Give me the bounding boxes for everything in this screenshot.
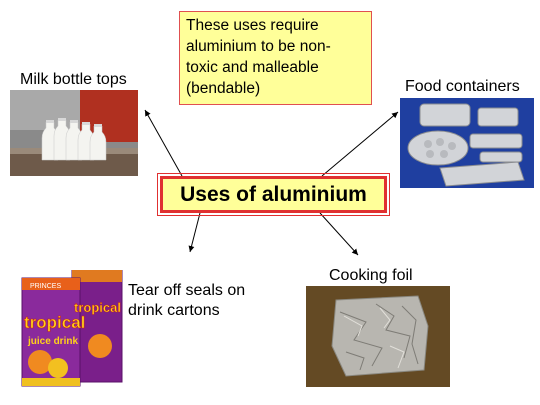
note-line: toxic and malleable <box>186 59 319 76</box>
requirements-note: These uses require aluminium to be non- … <box>179 11 372 105</box>
drink-cartons-label: Tear off seals on drink cartons <box>128 281 245 321</box>
cooking-foil-photo <box>306 286 450 387</box>
arrow-to-drink-cartons <box>188 212 201 253</box>
arrow-to-milk-bottle-tops <box>144 109 183 177</box>
milk-bottle-tops-label: Milk bottle tops <box>20 71 127 88</box>
carton-name-text: tropical <box>24 313 85 332</box>
carton-sub-text: juice drink <box>27 336 78 347</box>
center-title-box: Uses of aluminium <box>157 173 390 216</box>
arrow-to-cooking-foil <box>319 212 359 256</box>
food-containers-label: Food containers <box>405 78 520 95</box>
note-line: These uses require <box>186 17 319 34</box>
milk-bottles-photo <box>10 90 138 176</box>
carton-brand-text: PRINCES <box>30 283 61 290</box>
note-line: aluminium to be non- <box>186 38 331 55</box>
center-title: Uses of aluminium <box>180 182 367 206</box>
carton-name-text-back: tropical <box>74 300 121 315</box>
cooking-foil-label: Cooking foil <box>329 267 413 284</box>
drink-cartons-photo: PRINCES tropical juice drink tropical <box>20 270 125 388</box>
note-line: (bendable) <box>186 80 261 97</box>
drink-cartons-label-line: Tear off seals on <box>128 282 246 299</box>
food-containers-photo <box>400 98 534 188</box>
drink-cartons-label-line: drink cartons <box>128 302 220 319</box>
arrow-to-food-containers <box>321 111 399 177</box>
